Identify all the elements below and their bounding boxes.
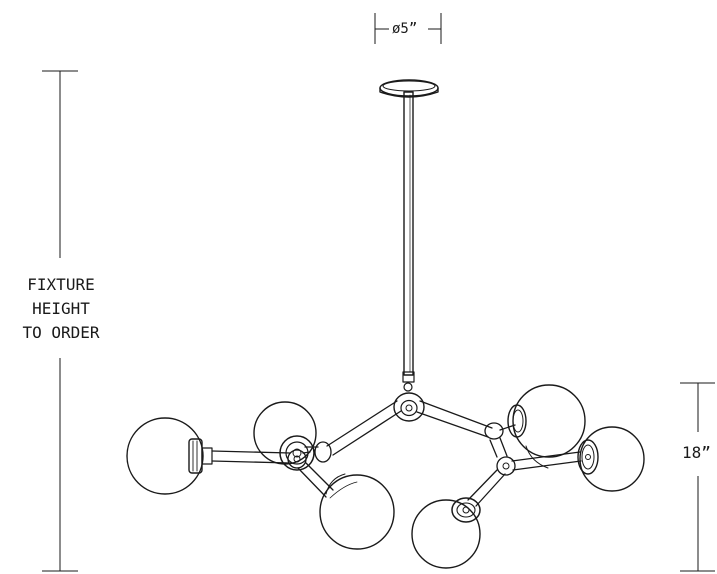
fixture-height-label: FIXTURE HEIGHT TO ORDER bbox=[6, 273, 116, 345]
fixture-height-dimension bbox=[42, 70, 78, 572]
body-height-dimension bbox=[680, 382, 715, 572]
globe-far-right bbox=[577, 426, 645, 492]
fixture-height-line-1: FIXTURE bbox=[27, 275, 95, 294]
downrod bbox=[402, 91, 415, 392]
central-hub bbox=[393, 392, 425, 422]
globe-back-left bbox=[253, 401, 317, 471]
canopy-diameter-label: ø5” bbox=[392, 21, 418, 37]
arms bbox=[211, 400, 582, 507]
arm-knuckles bbox=[287, 422, 516, 476]
fixture-height-line-3: TO ORDER bbox=[22, 323, 100, 342]
globe-far-left bbox=[126, 417, 213, 495]
globe-lower-right bbox=[411, 497, 481, 569]
fixture-height-line-2: HEIGHT bbox=[32, 299, 90, 318]
canopy bbox=[379, 79, 439, 98]
globe-lower-left bbox=[319, 473, 395, 550]
globe-back-right bbox=[507, 384, 586, 469]
canopy-width-dimension bbox=[374, 13, 442, 44]
body-height-label: 18” bbox=[682, 443, 711, 462]
